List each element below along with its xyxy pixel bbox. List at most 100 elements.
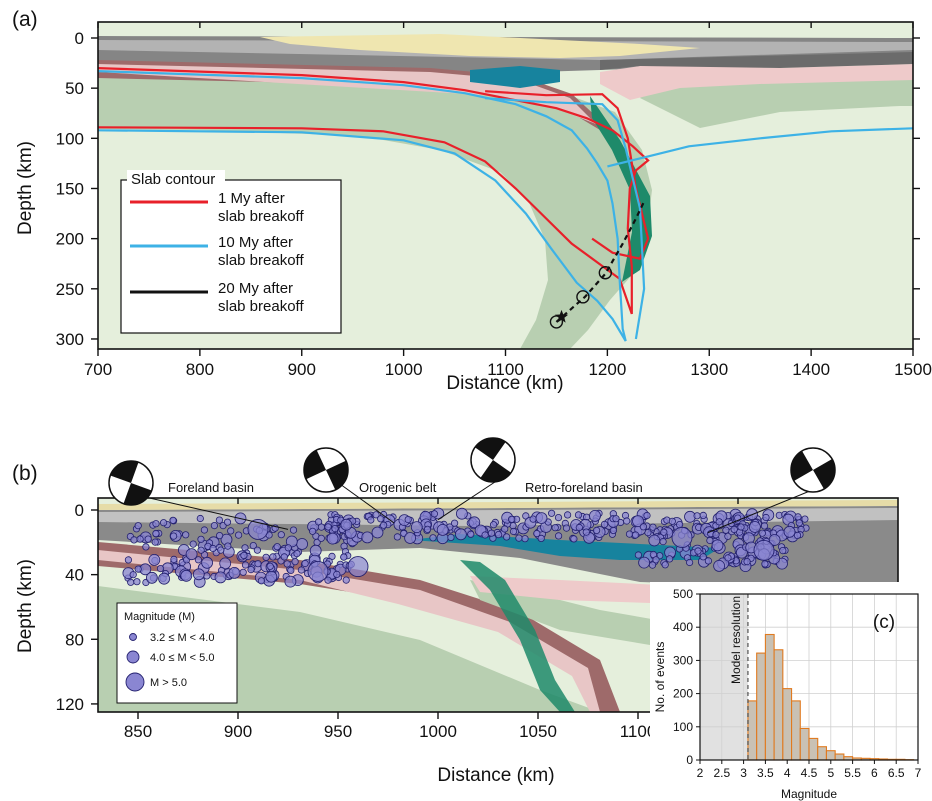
xtick-label-c: 2.5 — [713, 766, 730, 780]
seismic-event — [291, 558, 299, 566]
seismic-event — [758, 529, 766, 537]
seismic-event — [706, 536, 714, 545]
histogram-bar — [782, 688, 793, 761]
seismic-event — [133, 578, 141, 586]
ytick-label-a: 150 — [56, 179, 84, 198]
seismic-event — [197, 546, 205, 554]
seismic-event — [377, 515, 385, 523]
xtick-label-c: 2 — [697, 766, 704, 780]
legend-label-medium: 4.0 ≤ M < 5.0 — [150, 652, 214, 664]
seismic-event — [227, 527, 235, 535]
contour-3-1 — [555, 201, 646, 323]
beachball-icon — [303, 447, 349, 493]
slab-contours — [98, 67, 913, 342]
beachball-quadrant — [123, 483, 152, 506]
seismic-event — [639, 523, 648, 531]
seismic-event — [284, 575, 297, 588]
unresolved-shade — [700, 594, 748, 760]
seismic-event — [289, 526, 298, 534]
seismic-event — [711, 539, 724, 552]
seismic-event-large — [347, 556, 369, 578]
breakoff-point-3 — [598, 266, 613, 280]
seismic-event-large — [753, 539, 775, 561]
seismic-event — [371, 526, 384, 539]
xtick-label-b: 1100 — [620, 722, 657, 741]
seismic-event — [324, 523, 332, 531]
seismic-event-large — [307, 560, 329, 582]
seismic-event — [699, 511, 707, 520]
seismic-event — [659, 537, 667, 546]
seismic-event — [148, 554, 161, 566]
ytick-label-a: 250 — [56, 280, 84, 299]
legend-title-b: Magnitude (M) — [124, 611, 195, 623]
region-label-retro-foreland: Retro-foreland basin — [525, 480, 643, 495]
seismic-event — [340, 518, 353, 531]
seismic-event — [127, 578, 135, 586]
seismic-event — [562, 524, 571, 532]
beachball-quadrant — [475, 438, 506, 460]
seismic-event — [570, 535, 578, 543]
seismic-event — [200, 526, 208, 534]
legend-label-small: 3.2 ≤ M < 4.0 — [150, 632, 214, 644]
seismic-event — [273, 543, 281, 551]
seismic-event — [793, 531, 802, 540]
seismic-event-large — [247, 518, 269, 540]
seismic-event — [283, 560, 291, 568]
seismic-event — [600, 520, 609, 529]
seismic-event — [156, 564, 165, 573]
lithosphere-slab — [98, 72, 652, 349]
ytick-label-c: 500 — [673, 587, 693, 601]
threshold-label: Model resolution — [729, 596, 743, 684]
seismic-event — [151, 538, 159, 546]
panel-b: (b) 850900950100010501100115004080120 Fo… — [12, 437, 899, 786]
xtick-label-b: 950 — [324, 722, 352, 741]
ytick-label-a: 200 — [56, 230, 84, 249]
seismic-event — [660, 528, 668, 536]
xtick-label-b: 1000 — [419, 722, 457, 741]
seismic-event — [643, 511, 651, 520]
histogram-bar — [817, 746, 827, 761]
seismic-event — [429, 534, 437, 542]
ytick-label-b: 120 — [56, 695, 84, 714]
xtick-label-a: 1500 — [894, 360, 932, 379]
seismic-event — [367, 516, 375, 524]
seismic-event — [761, 560, 769, 568]
seismic-event — [623, 517, 631, 525]
xtick-label-a: 1200 — [588, 360, 626, 379]
panel-label-c: (c) — [873, 612, 895, 633]
seismic-event — [317, 534, 325, 542]
focal-mechanisms — [108, 437, 836, 534]
seismic-event — [507, 515, 516, 523]
seismic-event — [713, 560, 725, 572]
seismic-event — [501, 525, 509, 533]
seismic-event — [254, 560, 262, 568]
beachball-icon — [470, 437, 516, 483]
ytick-label-b: 40 — [65, 566, 84, 585]
seismic-event — [265, 570, 278, 583]
histogram-bar — [764, 633, 775, 761]
seismic-event — [632, 515, 644, 527]
seismic-event — [372, 511, 380, 519]
seismic-event — [170, 532, 178, 540]
seismic-event — [704, 557, 713, 565]
beachball-quadrant — [304, 450, 326, 480]
seismic-event — [554, 513, 563, 522]
region-label-foreland: Foreland basin — [168, 480, 254, 495]
beachball-quadrant — [480, 460, 511, 482]
beachball-quadrant — [790, 450, 813, 481]
seismic-event — [521, 535, 529, 543]
seismic-event — [219, 557, 232, 570]
seismic-event — [277, 531, 285, 539]
seismic-event — [152, 520, 160, 528]
seismic-event — [197, 535, 205, 543]
ytick-label-b: 0 — [75, 501, 84, 520]
xtick-label-a: 1400 — [792, 360, 830, 379]
seismic-event — [134, 522, 142, 530]
seismic-event — [266, 562, 274, 570]
seismic-event — [301, 559, 309, 568]
seismic-event-large — [671, 527, 693, 548]
seismic-event — [160, 519, 168, 527]
